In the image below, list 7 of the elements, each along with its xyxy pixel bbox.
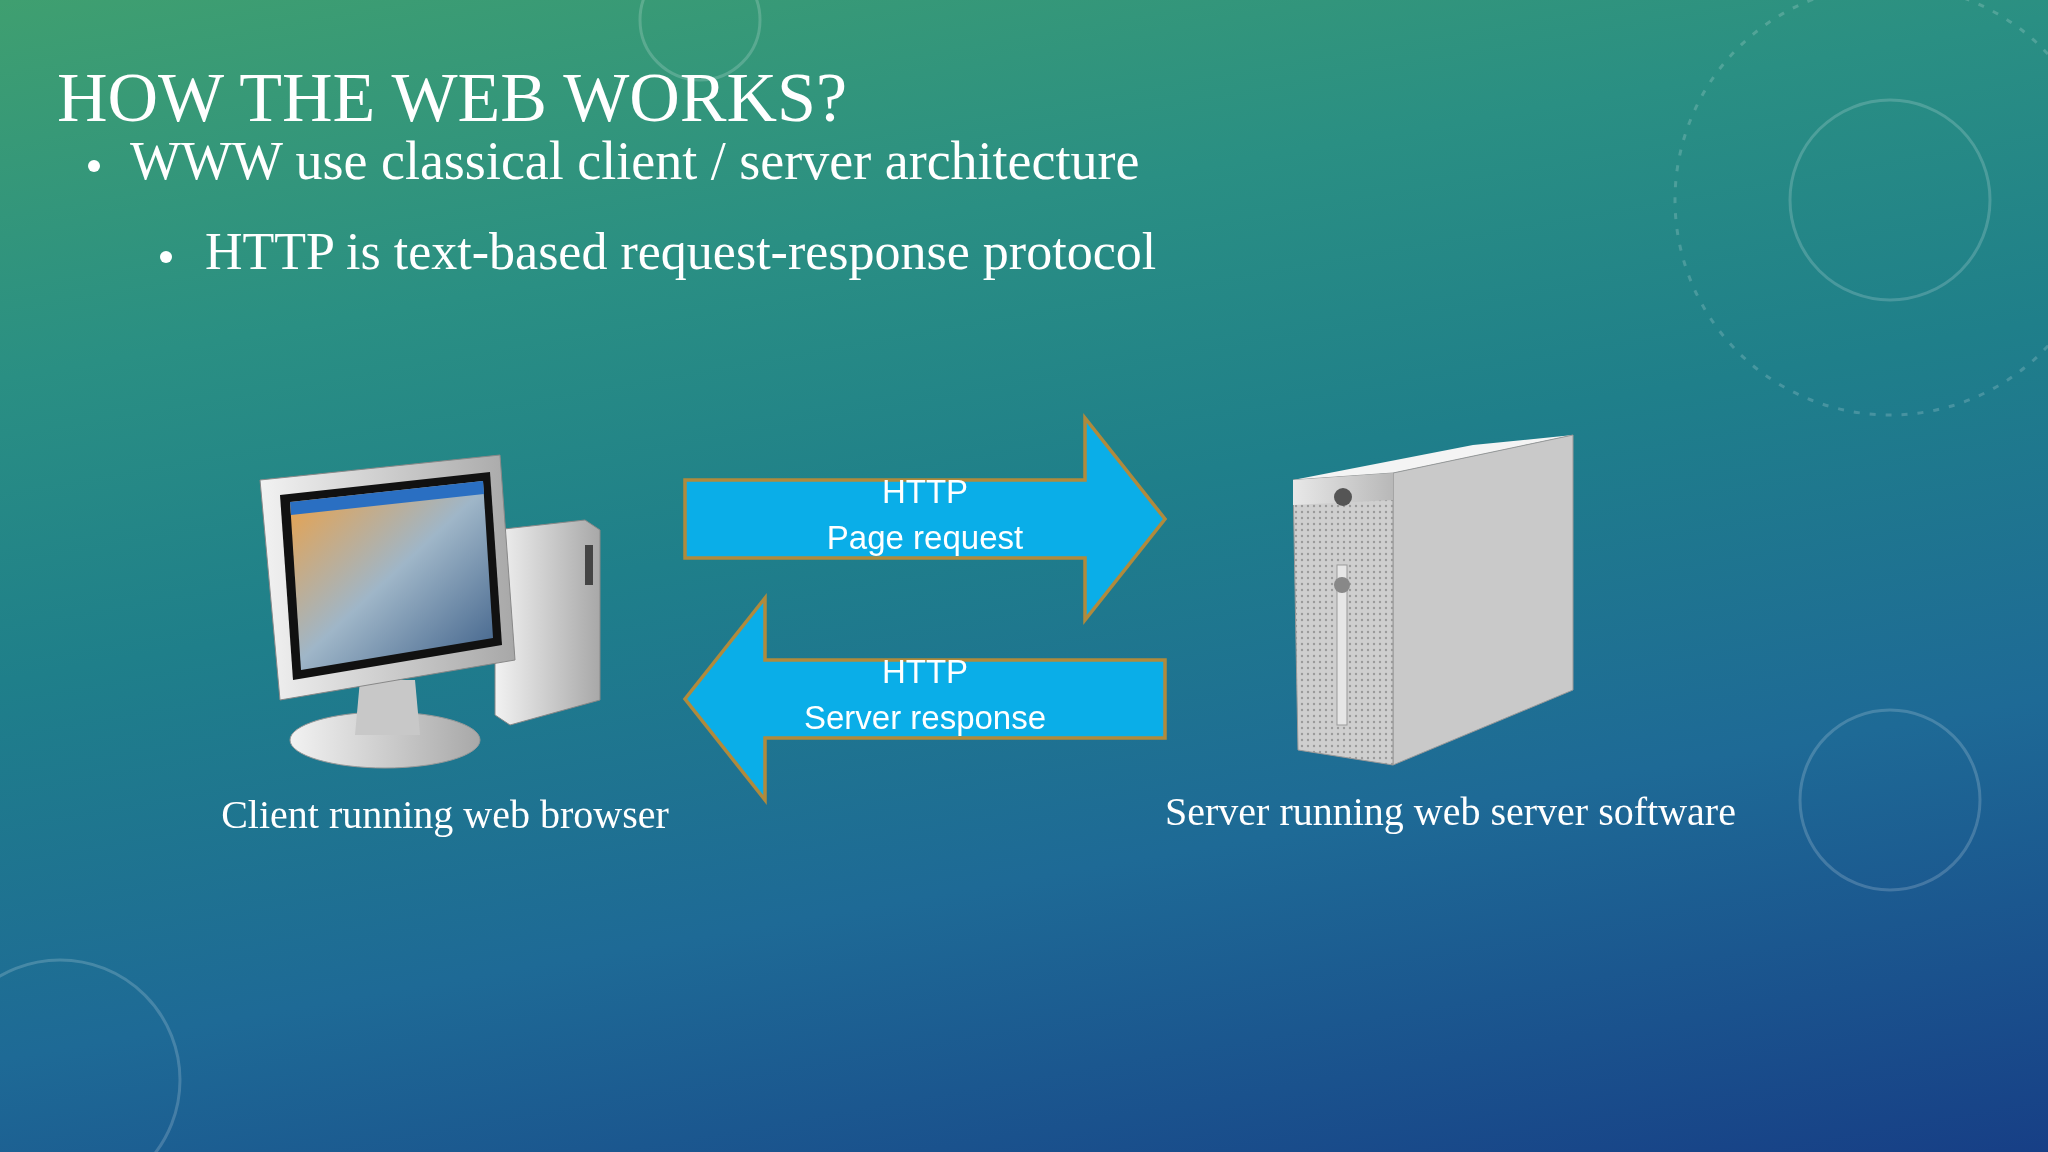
node-caption: Client running web browser (220, 791, 670, 839)
bullet-text: HTTP is text-based request-response protocol (205, 222, 1157, 281)
node-caption: Server running web server software (1165, 788, 1737, 836)
block-arrow (682, 592, 1167, 806)
block-arrow (683, 412, 1168, 626)
edge-label: HTTP Page request (826, 471, 1024, 558)
edge-label: HTTP Server response (803, 651, 1047, 738)
